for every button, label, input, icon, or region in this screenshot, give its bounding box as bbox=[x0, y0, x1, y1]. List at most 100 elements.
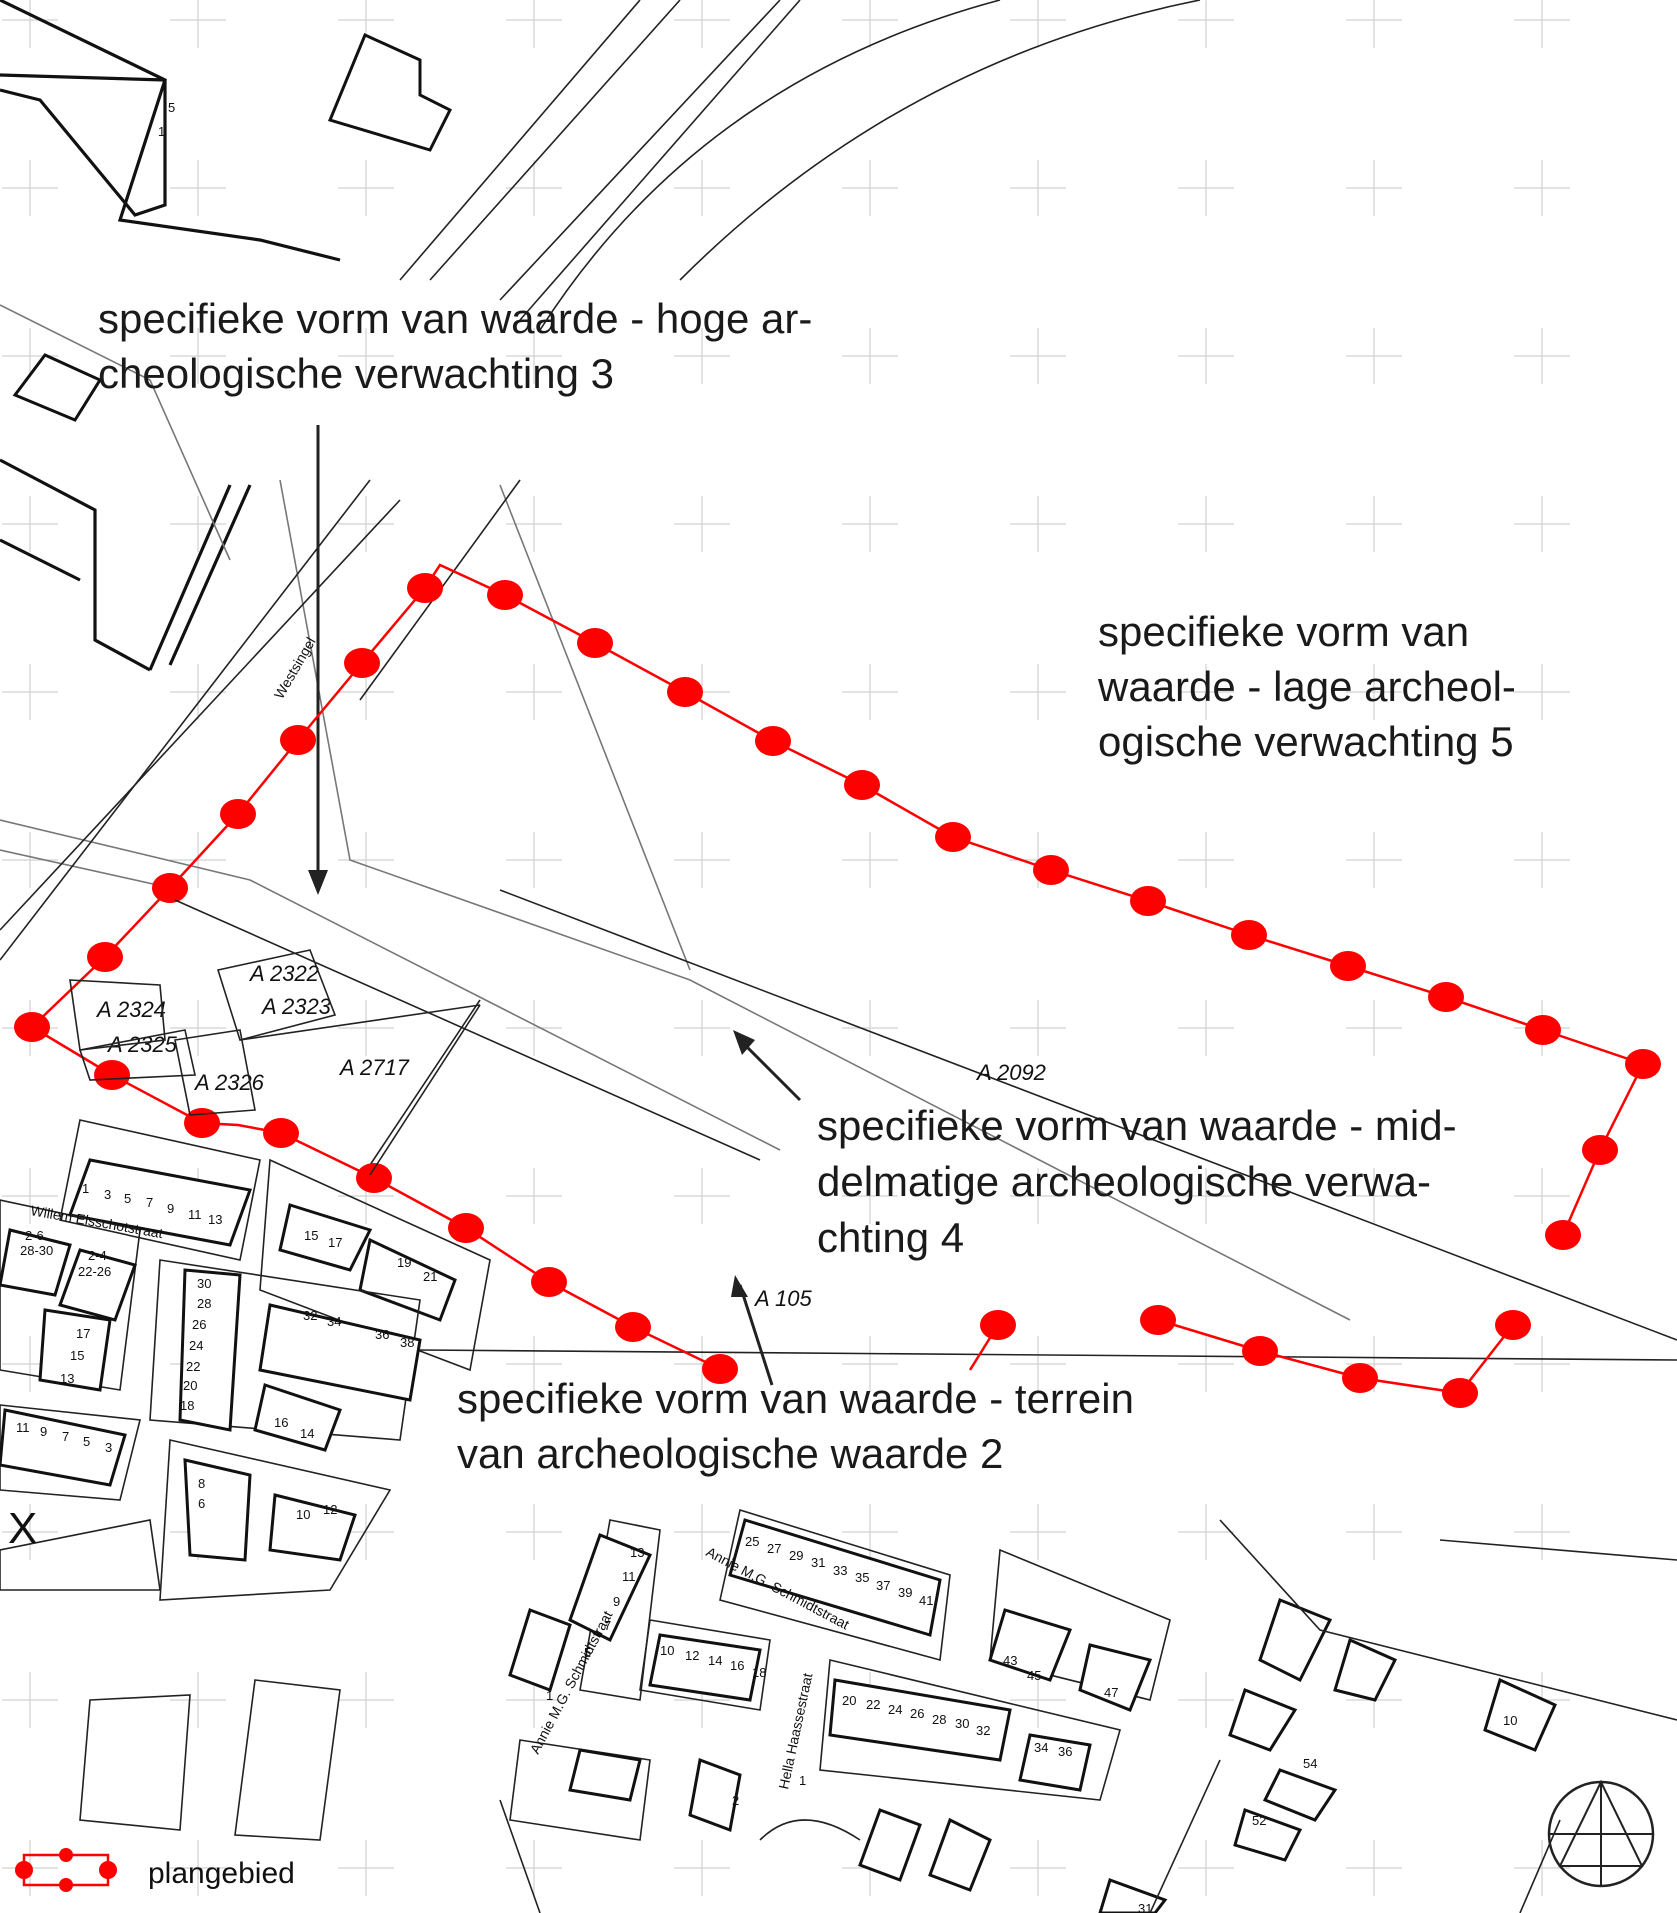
boundary-dot bbox=[935, 822, 971, 852]
top-linework bbox=[0, 0, 1677, 1361]
boundary-dot bbox=[356, 1163, 392, 1193]
block-1-13 bbox=[67, 1158, 253, 1247]
house-number: 9 bbox=[40, 1424, 47, 1439]
house-number: 36 bbox=[1058, 1744, 1072, 1759]
parcel-2325: A 2325 bbox=[106, 1032, 178, 1057]
parcel-boxes bbox=[69, 899, 761, 1176]
house-number: 1 bbox=[158, 124, 165, 139]
house-number: 11 bbox=[188, 1207, 202, 1222]
boundary-dot bbox=[1525, 1015, 1561, 1045]
house-number: 15 bbox=[70, 1348, 84, 1363]
boundary-dot bbox=[1033, 855, 1069, 885]
annotation-terrein-line-1: specifieke vorm van waarde - terrein bbox=[457, 1375, 1134, 1422]
boundary-dot bbox=[1140, 1305, 1176, 1335]
house-number: 34 bbox=[327, 1314, 341, 1329]
house-number: 47 bbox=[1104, 1685, 1118, 1700]
street-haasse: Hella Haassestraat bbox=[775, 1671, 815, 1790]
boundary-dot bbox=[1442, 1378, 1478, 1408]
parcel-2717: A 2717 bbox=[338, 1055, 410, 1080]
house-number: 1 bbox=[82, 1181, 89, 1196]
house-number: 10 bbox=[660, 1643, 674, 1658]
boundary-dot bbox=[448, 1213, 484, 1243]
boundary-dot bbox=[667, 677, 703, 707]
house-number: 30 bbox=[955, 1716, 969, 1731]
house-number: 39 bbox=[898, 1585, 912, 1600]
building-left bbox=[12, 353, 103, 422]
parcel-2326: A 2326 bbox=[193, 1070, 265, 1095]
house-number: 36 bbox=[375, 1327, 389, 1342]
boundary-dot bbox=[152, 873, 188, 903]
house-number: 22 bbox=[186, 1359, 200, 1374]
house-number: 31 bbox=[1138, 1901, 1152, 1913]
house-number: 11 bbox=[16, 1420, 30, 1435]
house-number: 8 bbox=[198, 1476, 205, 1491]
house-number: 28-30 bbox=[20, 1243, 53, 1258]
house-number: 5 bbox=[584, 1645, 591, 1660]
house-number: 37 bbox=[876, 1578, 890, 1593]
house-number: 14 bbox=[300, 1426, 314, 1441]
housing-blocks-south bbox=[79, 1508, 1677, 1913]
annotation-terrein-line-2: van archeologische waarde 2 bbox=[457, 1430, 1003, 1477]
house-number: 7 bbox=[604, 1618, 611, 1633]
house-number: 12 bbox=[685, 1648, 699, 1663]
annotation-laag-line-1: specifieke vorm van bbox=[1098, 608, 1469, 655]
boundary-dot bbox=[263, 1118, 299, 1148]
legend-label: plangebied bbox=[148, 1857, 295, 1890]
house-number: 16 bbox=[730, 1658, 744, 1673]
plan-area-boundary bbox=[14, 563, 1661, 1408]
parcel-105: A 105 bbox=[753, 1286, 812, 1311]
house-number: 2 bbox=[732, 1793, 739, 1808]
housing-blocks bbox=[0, 1119, 491, 1601]
boundary-dot bbox=[1495, 1310, 1531, 1340]
house-number: 9 bbox=[613, 1594, 620, 1609]
house-number: 14 bbox=[708, 1653, 722, 1668]
boundary-dot bbox=[1342, 1363, 1378, 1393]
house-number: 22 bbox=[866, 1697, 880, 1712]
house-number: 10 bbox=[1503, 1713, 1517, 1728]
house-number: 19 bbox=[397, 1255, 411, 1270]
boundary-dot bbox=[702, 1354, 738, 1384]
house-number: 25 bbox=[745, 1534, 759, 1549]
parcel-2092: A 2092 bbox=[975, 1060, 1046, 1085]
house-number: 5 bbox=[168, 100, 175, 115]
annotation-laag-line-2: waarde - lage archeol- bbox=[1097, 663, 1516, 710]
house-number: 7 bbox=[62, 1429, 69, 1444]
annotation-laag-line-3: ogische verwachting 5 bbox=[1098, 718, 1514, 765]
house-number: 11 bbox=[622, 1569, 636, 1584]
north-arrow-icon bbox=[1547, 1779, 1655, 1888]
annotation-middel-line-2: delmatige archeologische verwa- bbox=[817, 1158, 1431, 1205]
house-number: 2-6 bbox=[25, 1228, 44, 1243]
annotation-hoog-line-1: specifieke vorm van waarde - hoge ar- bbox=[98, 295, 812, 342]
boundary-dot bbox=[615, 1312, 651, 1342]
house-number: 17 bbox=[328, 1235, 342, 1250]
map-grid bbox=[2, 0, 1570, 1896]
house-number: 24 bbox=[888, 1702, 902, 1717]
house-number: 12 bbox=[323, 1502, 337, 1517]
house-number: 41 bbox=[919, 1593, 933, 1608]
house-number: 17 bbox=[76, 1326, 90, 1341]
house-number: 5 bbox=[83, 1434, 90, 1449]
house-number: 28 bbox=[932, 1712, 946, 1727]
house-number: 45 bbox=[1027, 1668, 1041, 1683]
house-number: 21 bbox=[423, 1269, 437, 1284]
house-number: 32 bbox=[303, 1308, 317, 1323]
boundary-dot bbox=[844, 770, 880, 800]
boundary-dot bbox=[531, 1267, 567, 1297]
boundary-dot bbox=[487, 580, 523, 610]
annotation-middel-line-3: chting 4 bbox=[817, 1214, 964, 1261]
house-number: 13 bbox=[60, 1371, 74, 1386]
house-number: 28 bbox=[197, 1296, 211, 1311]
house-number: 10 bbox=[296, 1507, 310, 1522]
boundary-dot bbox=[1231, 920, 1267, 950]
house-number: 35 bbox=[855, 1570, 869, 1585]
house-number: 13 bbox=[208, 1212, 222, 1227]
house-number: 15 bbox=[304, 1228, 318, 1243]
house-number: 18 bbox=[180, 1398, 194, 1413]
house-number: 1 bbox=[546, 1688, 553, 1703]
annotation-middel-line-1: specifieke vorm van waarde - mid- bbox=[817, 1102, 1457, 1149]
house-number: 32 bbox=[976, 1723, 990, 1738]
house-number: 54 bbox=[1303, 1756, 1317, 1771]
boundary-dot bbox=[1330, 951, 1366, 981]
house-number: 16 bbox=[274, 1415, 288, 1430]
